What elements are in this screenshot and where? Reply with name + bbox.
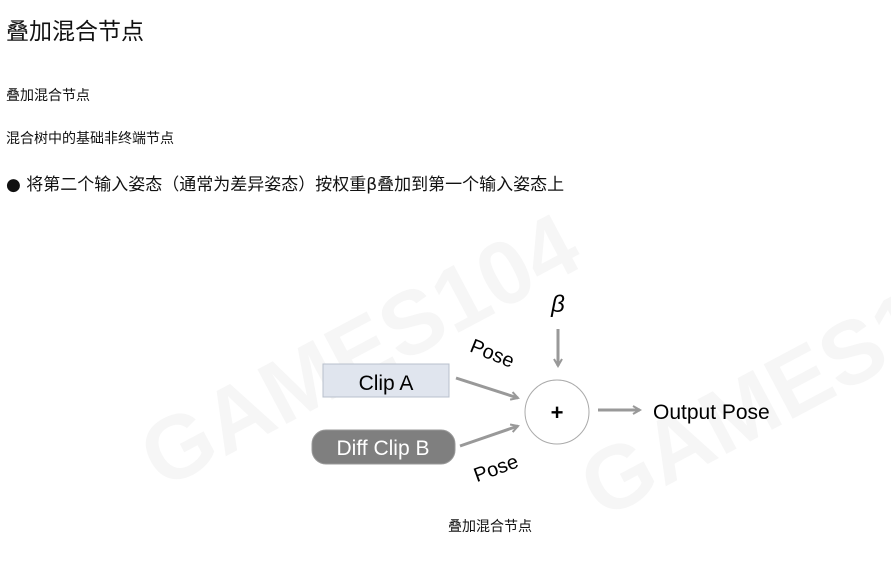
- beta-label: β: [550, 291, 565, 318]
- clip-a-label: Clip A: [359, 372, 414, 395]
- arrow-clip-b: [459, 426, 518, 448]
- pose-label-top: Pose: [467, 335, 518, 372]
- bullet-item: ● 将第二个输入姿态（通常为差异姿态）按权重β叠加到第一个输入姿态上: [6, 170, 564, 195]
- subtitle: 叠加混合节点: [6, 88, 90, 104]
- diff-clip-b-label: Diff Clip B: [337, 437, 430, 460]
- bullet-icon: ●: [6, 175, 21, 195]
- clip-a-node: [322, 363, 450, 398]
- add-operator-node: [524, 379, 590, 445]
- bullet-text: 将第二个输入姿态（通常为差异姿态）按权重β叠加到第一个输入姿态上: [26, 175, 565, 195]
- arrow-clip-a: [455, 376, 518, 398]
- figure-caption: 叠加混合节点: [448, 519, 532, 535]
- page-title: 叠加混合节点: [6, 19, 144, 45]
- diff-clip-b-node: [311, 429, 456, 465]
- description: 混合树中的基础非终端节点: [6, 131, 174, 147]
- plus-icon: +: [551, 400, 564, 425]
- pose-label-bottom: Pose: [471, 451, 521, 487]
- output-pose-label: Output Pose: [653, 401, 770, 424]
